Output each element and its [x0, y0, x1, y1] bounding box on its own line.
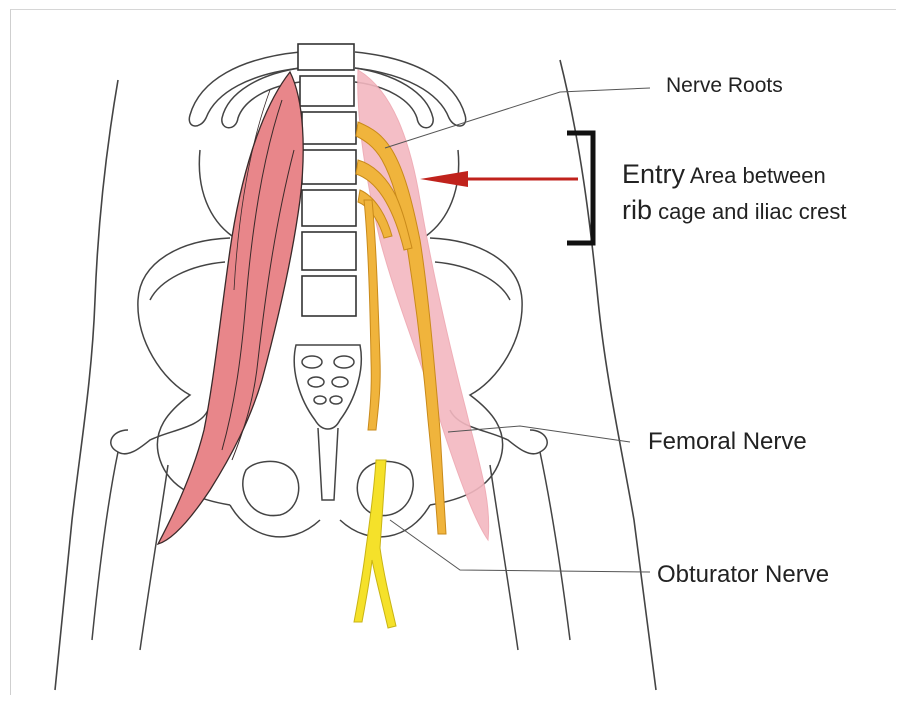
rib-rest: cage and iliac crest: [652, 199, 846, 224]
arrow-left-icon: [420, 171, 578, 187]
femurs: [92, 410, 570, 650]
lumbar-spine: [298, 44, 356, 316]
femoral-nerve-label: Femoral Nerve: [648, 428, 807, 456]
rib-word: rib: [622, 195, 652, 225]
obturator-nerve-shape: [354, 460, 396, 628]
obturator-nerve-leader: [390, 520, 650, 572]
entry-rest: Area between: [685, 163, 826, 188]
entry-area-label: Entry Area between rib cage and iliac cr…: [622, 157, 846, 229]
nerve-roots-leader: [385, 88, 650, 148]
obturator-nerve-label: Obturator Nerve: [657, 561, 829, 589]
nerve-roots-label: Nerve Roots: [666, 74, 783, 98]
entry-area-line-2: rib cage and iliac crest: [622, 193, 846, 229]
psoas-muscle-left: [158, 72, 303, 544]
entry-word: Entry: [622, 159, 685, 189]
entry-area-line-1: Entry Area between: [622, 157, 846, 193]
